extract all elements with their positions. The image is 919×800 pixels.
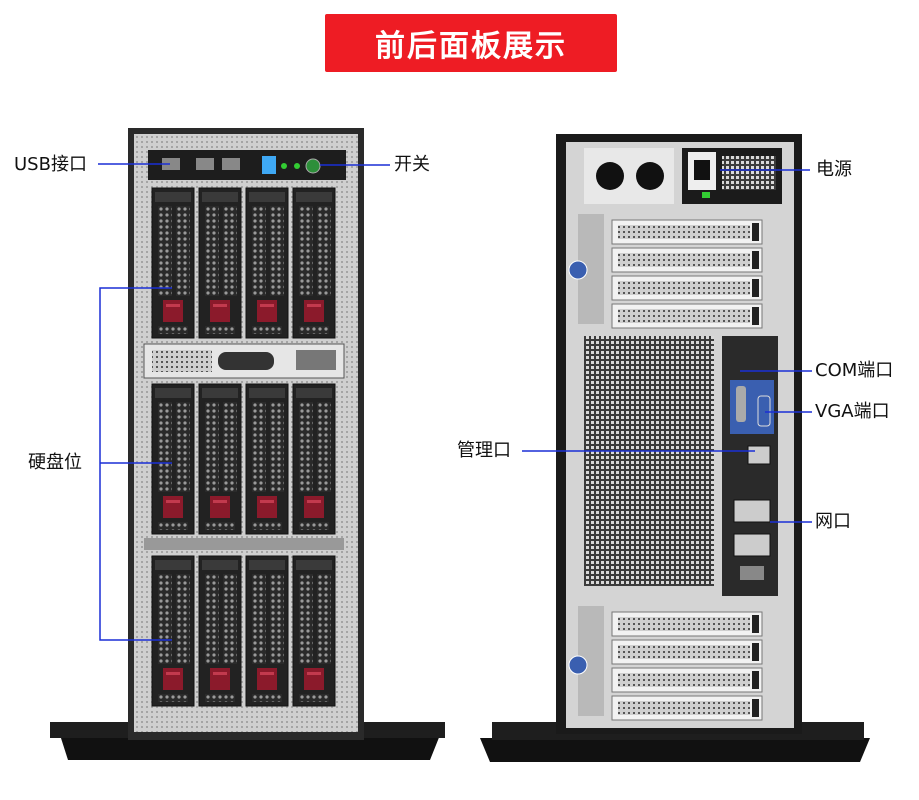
power-supply-label: 电源 [816,159,852,180]
network-port-label: 网口 [815,511,851,532]
power-switch-label: 开关 [394,154,430,175]
com-port [736,386,746,422]
front-chassis [50,128,445,760]
page-title: 前后面板展示 [375,29,567,64]
front-base-stand [60,735,440,760]
management-port [747,445,771,465]
usb-port-2 [196,158,214,170]
rear-base-stand [480,738,870,762]
network-port-2 [733,533,771,557]
vga-port [757,395,771,427]
drive-bay-bracket [99,287,172,641]
rear-vent-mesh [584,336,714,586]
leader-lines [98,163,812,641]
usb-label: USB接口 [14,154,87,175]
power-button [305,158,321,174]
usb-port-3 [222,158,240,170]
uid-button [262,156,276,174]
network-port-1 [733,499,771,523]
drive-bays-label: 硬盘位 [28,452,82,473]
com-port-label: COM端口 [815,360,894,381]
title-banner: 前后面板展示 [325,14,617,72]
usb-port-1 [162,158,180,170]
management-port-label: 管理口 [457,440,511,461]
vga-port-label: VGA端口 [815,401,890,422]
rear-chassis [480,134,870,762]
